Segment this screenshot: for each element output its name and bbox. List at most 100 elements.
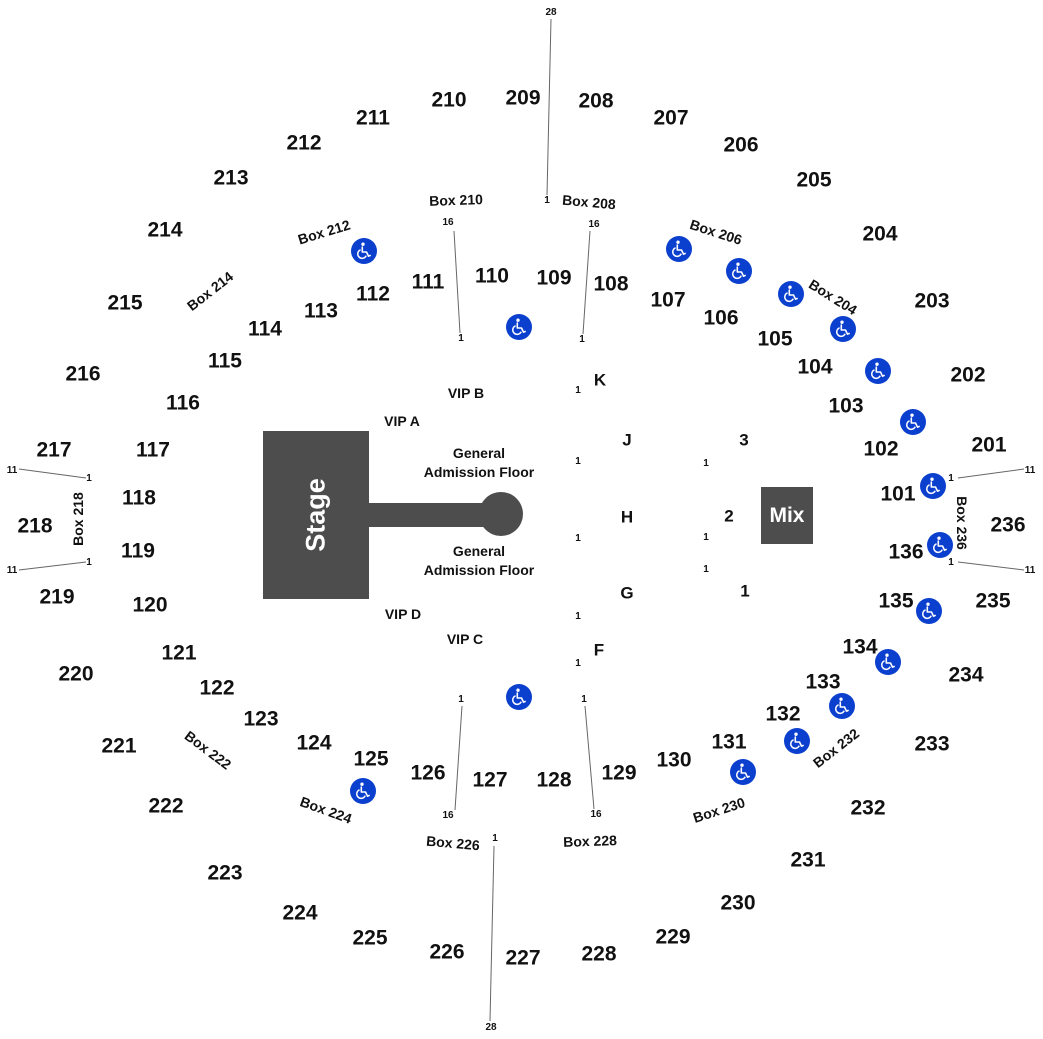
section-label[interactable]: 226	[429, 940, 465, 964]
seat-number-marker: 1	[948, 473, 954, 484]
section-label[interactable]: 128	[536, 768, 572, 792]
section-label[interactable]: 204	[862, 222, 898, 246]
section-label[interactable]: 116	[166, 391, 200, 415]
seat-number-marker: 1	[948, 557, 954, 568]
section-label[interactable]: 133	[805, 670, 841, 694]
section-label[interactable]: 214	[147, 218, 183, 242]
section-label[interactable]: 222	[148, 794, 184, 818]
section-label[interactable]: 219	[39, 585, 75, 609]
seat-number-marker: 1	[575, 456, 581, 467]
section-label[interactable]: 110	[475, 264, 509, 288]
section-label[interactable]: 122	[199, 676, 235, 700]
section-label[interactable]: 210	[431, 88, 467, 112]
seat-number-marker: 1	[492, 833, 498, 844]
section-label[interactable]: 209	[505, 86, 541, 110]
section-label[interactable]: 233	[914, 732, 950, 756]
section-label[interactable]: 134	[842, 635, 878, 659]
section-label[interactable]: 205	[796, 168, 832, 192]
section-label[interactable]: 221	[101, 734, 137, 758]
section-label[interactable]: 125	[353, 747, 389, 771]
section-label[interactable]: 112	[356, 282, 390, 306]
ga-floor-south[interactable]: General Admission Floor	[424, 542, 534, 580]
section-label[interactable]: 228	[581, 942, 617, 966]
section-label[interactable]: 105	[757, 327, 793, 351]
section-label[interactable]: 236	[990, 513, 1026, 537]
section-label[interactable]: 206	[723, 133, 759, 157]
vip-section-label[interactable]: VIP A	[384, 413, 420, 429]
section-label[interactable]: 231	[790, 848, 826, 872]
section-label[interactable]: 202	[950, 363, 986, 387]
section-label[interactable]: 229	[655, 925, 691, 949]
section-label[interactable]: 106	[703, 306, 739, 330]
section-label[interactable]: 118	[122, 486, 156, 510]
seat-number-marker: 16	[442, 810, 454, 821]
wheelchair-accessible-icon	[778, 281, 804, 307]
section-label[interactable]: 108	[593, 272, 629, 296]
section-label[interactable]: 126	[410, 761, 446, 785]
section-label[interactable]: 124	[296, 731, 332, 755]
section-label[interactable]: 227	[505, 946, 541, 970]
section-label[interactable]: 115	[208, 349, 242, 373]
wheelchair-accessible-icon	[865, 358, 891, 384]
floor-row-label: 3	[739, 430, 749, 450]
seat-number-marker: 1	[86, 557, 92, 568]
section-label[interactable]: 225	[352, 926, 388, 950]
section-label[interactable]: 135	[878, 589, 914, 613]
stage-label: Stage	[300, 478, 331, 552]
box-label[interactable]: Box 218	[70, 492, 86, 546]
section-label[interactable]: 117	[136, 438, 170, 462]
wheelchair-accessible-icon	[726, 258, 752, 284]
section-label[interactable]: 220	[58, 662, 94, 686]
section-label[interactable]: 113	[304, 299, 338, 323]
section-label[interactable]: 123	[243, 707, 279, 731]
ga-floor-south-line2: Admission Floor	[423, 562, 535, 578]
section-label[interactable]: 136	[888, 540, 924, 564]
box-label[interactable]: Box 228	[562, 832, 618, 850]
vip-section-label[interactable]: VIP C	[446, 631, 484, 647]
section-label[interactable]: 107	[650, 288, 686, 312]
wheelchair-accessible-icon	[666, 236, 692, 262]
box-label[interactable]: Box 236	[954, 496, 970, 550]
section-label[interactable]: 235	[975, 589, 1011, 613]
section-label[interactable]: 212	[286, 131, 322, 155]
section-label[interactable]: 104	[797, 355, 833, 379]
section-label[interactable]: 232	[850, 796, 886, 820]
section-label[interactable]: 132	[765, 702, 801, 726]
seat-number-marker: 1	[544, 195, 550, 206]
seat-number-marker: 11	[1024, 565, 1036, 576]
section-label[interactable]: 218	[17, 514, 53, 538]
section-label[interactable]: 213	[213, 166, 249, 190]
section-label[interactable]: 224	[282, 901, 318, 925]
section-label[interactable]: 201	[971, 433, 1007, 457]
section-label[interactable]: 216	[65, 362, 101, 386]
section-label[interactable]: 121	[161, 641, 197, 665]
section-label[interactable]: 120	[132, 593, 168, 617]
section-label[interactable]: 130	[656, 748, 692, 772]
section-label[interactable]: 217	[36, 438, 72, 462]
section-label[interactable]: 131	[711, 730, 747, 754]
section-label[interactable]: 129	[601, 761, 637, 785]
section-label[interactable]: 211	[356, 106, 390, 130]
section-label[interactable]: 114	[248, 317, 282, 341]
box-label[interactable]: Box 210	[428, 191, 484, 209]
floor-row-label: 2	[724, 506, 734, 526]
section-label[interactable]: 207	[653, 106, 689, 130]
section-label[interactable]: 101	[880, 482, 916, 506]
section-label[interactable]: 230	[720, 891, 756, 915]
section-label[interactable]: 111	[411, 270, 445, 294]
section-label[interactable]: 127	[472, 768, 508, 792]
section-label[interactable]: 103	[828, 394, 864, 418]
section-label[interactable]: 203	[914, 289, 950, 313]
vip-section-label[interactable]: VIP D	[384, 606, 422, 622]
section-label[interactable]: 223	[207, 861, 243, 885]
section-label[interactable]: 234	[948, 663, 984, 687]
ga-floor-north[interactable]: General Admission Floor	[424, 444, 534, 482]
section-label[interactable]: 208	[578, 89, 614, 113]
section-label[interactable]: 102	[863, 437, 899, 461]
section-label[interactable]: 119	[121, 539, 155, 563]
section-label[interactable]: 215	[107, 291, 143, 315]
vip-section-label[interactable]: VIP B	[447, 385, 485, 401]
section-label[interactable]: 109	[536, 266, 572, 290]
stage[interactable]: Stage	[263, 431, 369, 599]
